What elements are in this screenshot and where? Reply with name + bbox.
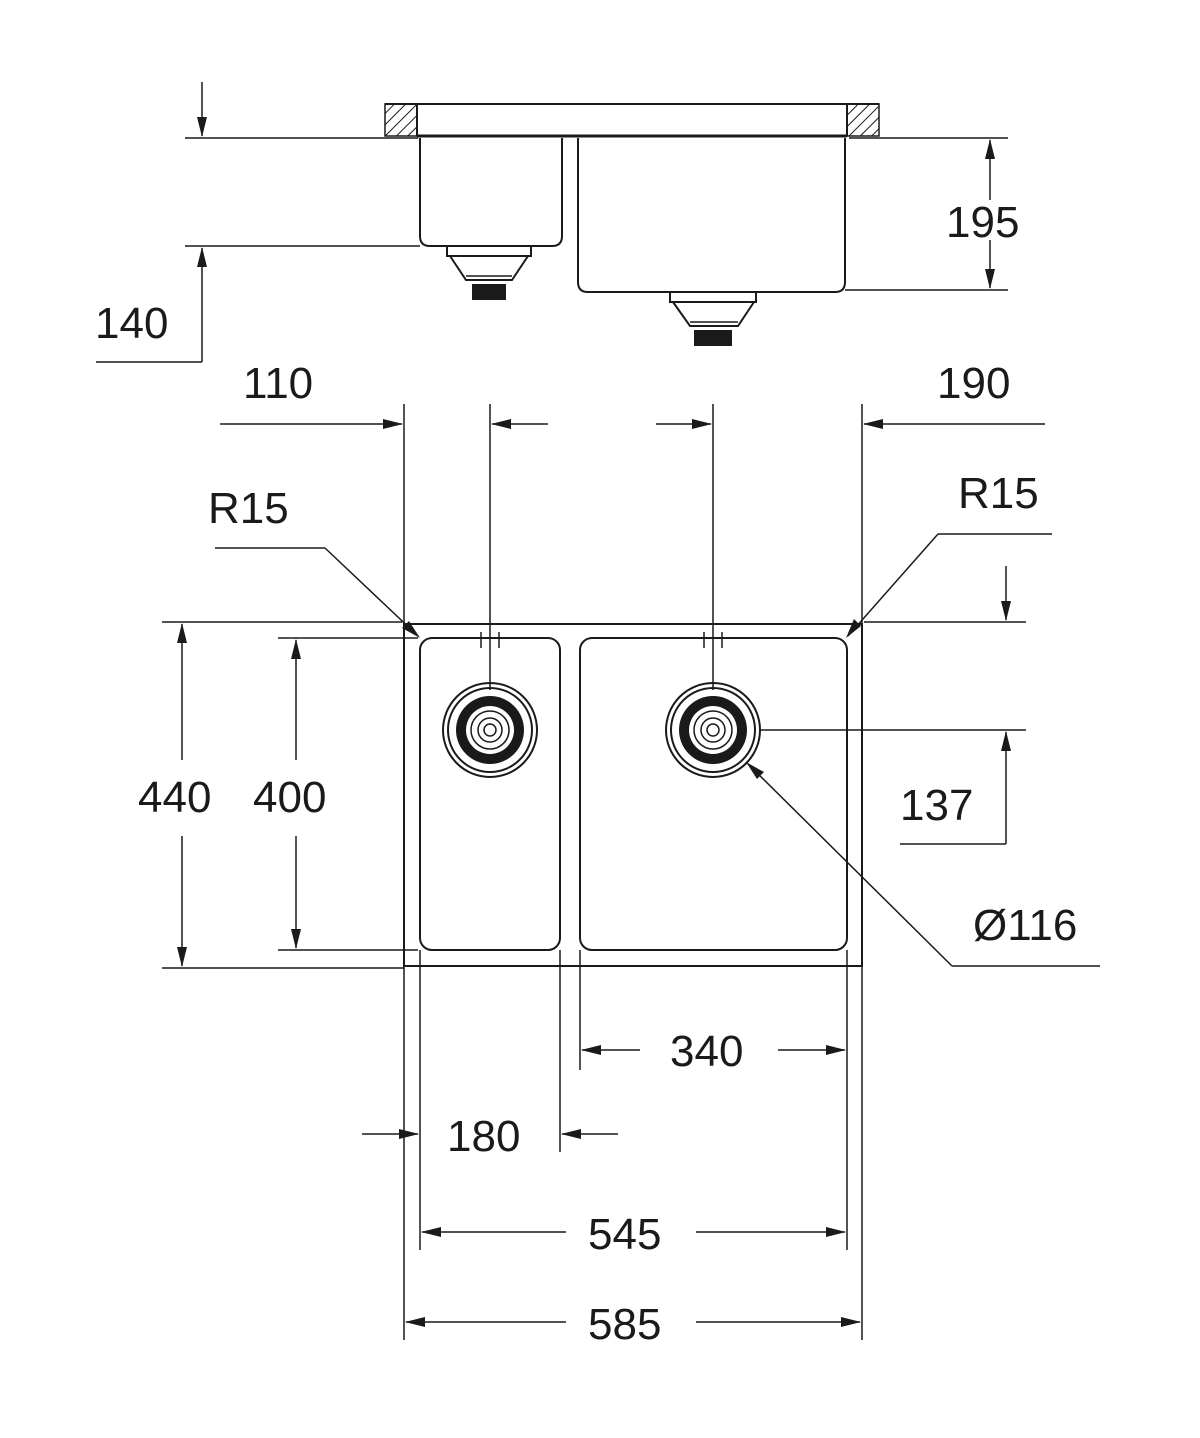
small-drain-section <box>446 245 532 300</box>
large-bowl-section <box>577 138 846 293</box>
small-drain-plan <box>442 682 538 778</box>
dim-small-bowl-depth: 140 <box>95 299 168 348</box>
large-drain-section <box>669 291 757 346</box>
countertop-right-hatch <box>846 103 880 137</box>
dim-outer-depth: 440 <box>138 773 211 822</box>
dim-small-bowl-width: 180 <box>447 1112 520 1161</box>
dim-corner-radius-left: R15 <box>208 484 289 533</box>
dim-drain-from-front: 137 <box>900 781 973 830</box>
large-drain-plan <box>665 682 761 778</box>
dim-small-drain-offset: 110 <box>243 359 313 408</box>
plan-view: 110 190 R15 R15 440 400 <box>138 359 1100 1349</box>
dim-inner-depth: 400 <box>253 773 326 822</box>
dim-outer-width: 585 <box>588 1300 661 1349</box>
dim-corner-radius-right: R15 <box>958 469 1039 518</box>
sink-outer-frame <box>403 623 863 967</box>
dim-large-drain-offset: 190 <box>937 359 1010 408</box>
dim-drain-diameter: Ø116 <box>973 901 1077 950</box>
small-bowl-section <box>419 138 563 247</box>
section-view: 140 195 <box>95 82 1019 363</box>
dim-large-bowl-width: 340 <box>670 1027 743 1076</box>
dim-inner-width: 545 <box>588 1210 661 1259</box>
countertop-left-hatch <box>384 103 418 137</box>
dim-large-bowl-depth: 195 <box>946 198 1019 247</box>
